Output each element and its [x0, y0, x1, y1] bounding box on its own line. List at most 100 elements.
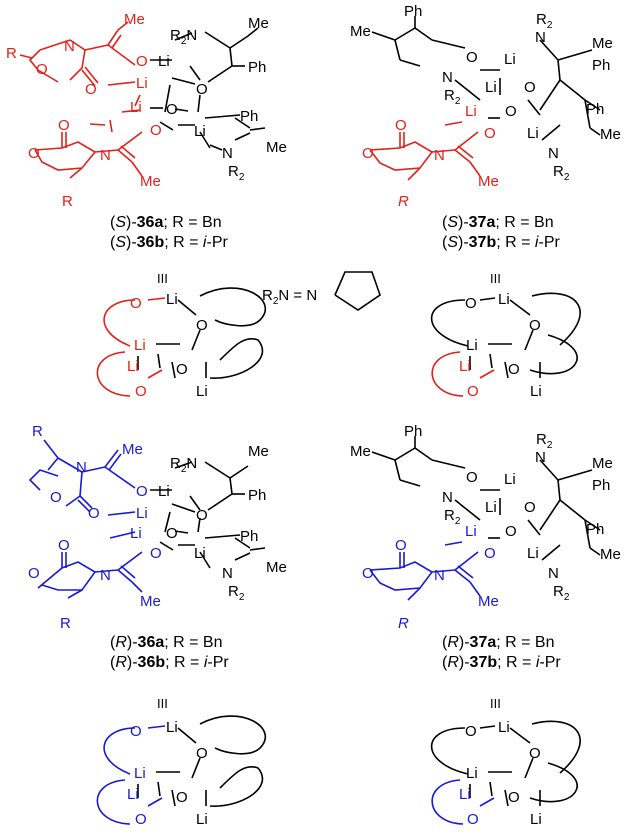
- atom-n-top: N: [535, 449, 546, 466]
- core-li2: Li: [466, 337, 478, 354]
- atom-me-lower: Me: [266, 139, 287, 156]
- atom-n-ring: N: [434, 567, 445, 584]
- atom-me-ring: Me: [478, 173, 499, 190]
- core-o2: O: [196, 745, 208, 762]
- atom-n-lower: N: [222, 145, 233, 162]
- atom-n-top: N: [535, 29, 546, 46]
- atom-o-enolate: O: [136, 53, 148, 70]
- atom-o-carbonyl: O: [88, 505, 100, 522]
- atom-o-carbonyl: O: [85, 81, 97, 98]
- structure-s37: Ph Me O Li N R2 Me Ph N R2 Li O Li O Ph …: [350, 3, 621, 251]
- atom-me-lower: Me: [600, 126, 621, 143]
- caption-r37a: (R)-37a; R = Bn: [442, 634, 555, 651]
- atom-me-upper: Me: [248, 443, 269, 460]
- core-o1: O: [130, 295, 142, 312]
- atom-n-left: N: [442, 489, 453, 506]
- core-o3: O: [176, 361, 188, 378]
- caption-r37b: (R)-37b; R = i-Pr: [442, 654, 561, 671]
- caption-s36a: (S)-36a; R = Bn: [110, 214, 222, 231]
- atom-li-mid: Li: [485, 79, 497, 96]
- atom-ph-right: Ph: [592, 477, 610, 494]
- core-li3: Li: [459, 358, 471, 375]
- core-schematic-r37: O Li Li O Li O O Li: [430, 719, 581, 828]
- core-li1: Li: [498, 291, 510, 308]
- core-o3: O: [508, 361, 520, 378]
- core-o2: O: [529, 745, 541, 762]
- structure-r37: Ph Me O Li N R2 Me Ph N R2 Li O Li O Ph …: [350, 423, 621, 671]
- atom-r2-top: R2: [536, 431, 553, 451]
- equivalence-mark-s36: III: [157, 271, 168, 286]
- structure-r36: R N Me O O O Li Li O Li O O Li R2N Me Ph…: [28, 423, 287, 671]
- atom-me-ring-lower: Me: [140, 593, 161, 610]
- core-li1: Li: [166, 291, 178, 308]
- core-li1: Li: [166, 719, 178, 736]
- atom-r2n-upper: R2N: [170, 27, 197, 47]
- atom-me-ring-lower: Me: [140, 173, 161, 190]
- atom-li-mid: Li: [485, 499, 497, 516]
- atom-li-1: Li: [158, 53, 170, 70]
- atom-o-core: O: [166, 101, 178, 118]
- atom-li-2: Li: [136, 505, 148, 522]
- core-li2: Li: [466, 765, 478, 782]
- atom-li-top: Li: [504, 51, 516, 68]
- atom-o-ring-2: O: [362, 145, 374, 162]
- core-li3: Li: [459, 786, 471, 803]
- atom-ph-upper: Ph: [248, 59, 266, 76]
- core-o4: O: [467, 383, 479, 400]
- atom-r2-lower: R2: [228, 163, 245, 183]
- atom-o-ring: O: [395, 537, 407, 554]
- caption-s37b: (S)-37b; R = i-Pr: [442, 234, 560, 251]
- atom-ph-right: Ph: [592, 57, 610, 74]
- atom-r-ring-lower: R: [62, 193, 73, 210]
- atom-o-ring: O: [395, 117, 407, 134]
- atom-ph-mid: Ph: [586, 521, 604, 538]
- atom-o-core: O: [505, 523, 517, 540]
- atom-me-right: Me: [592, 455, 613, 472]
- atom-o-enolate: O: [136, 483, 148, 500]
- atom-li-2: Li: [136, 75, 148, 92]
- core-li4: Li: [530, 811, 542, 828]
- caption-s36b: (S)-36b; R = i-Pr: [110, 234, 228, 251]
- core-o4: O: [135, 383, 147, 400]
- equivalence-mark-s37: III: [490, 271, 501, 286]
- atom-ph-top: Ph: [404, 3, 422, 20]
- atom-r2-lower: R2: [553, 163, 570, 183]
- core-o2: O: [196, 317, 208, 334]
- atom-o-enolate-lower: O: [150, 122, 162, 139]
- atom-o-red-lower: O: [484, 125, 496, 142]
- caption-s37a: (S)-37a; R = Bn: [442, 214, 554, 231]
- caption-r36b: (R)-36b; R = i-Pr: [110, 654, 229, 671]
- atom-r2-top: R2: [536, 11, 553, 31]
- atom-li-4: Li: [194, 123, 206, 140]
- atom-n-lower: N: [548, 145, 559, 162]
- core-schematic-r36: O Li Li O Li O O Li: [96, 715, 267, 828]
- atom-o-chiral: O: [196, 81, 208, 98]
- atom-n-ring: N: [434, 147, 445, 164]
- atom-o-ring-lower-2: O: [28, 565, 40, 582]
- atom-o-ring-lower: O: [58, 117, 70, 134]
- atom-li-blue: Li: [465, 523, 477, 540]
- atom-o-ring: O: [36, 61, 48, 78]
- atom-li-3: Li: [130, 99, 142, 116]
- atoms-s37: Ph Me O Li N R2 Me Ph N R2 Li O Li O Ph …: [350, 3, 621, 210]
- atom-n-ring: N: [64, 38, 75, 55]
- atom-o-ring-lower: O: [58, 537, 70, 554]
- atom-me-lower: Me: [266, 559, 287, 576]
- caption-r36a: (R)-36a; R = Bn: [110, 634, 223, 651]
- atom-li-4: Li: [194, 545, 206, 562]
- atom-me-label: Me: [124, 11, 145, 28]
- atom-r2-lower: R2: [228, 583, 245, 603]
- atom-o-top: O: [466, 469, 478, 486]
- atom-me-upper: Me: [248, 15, 269, 32]
- atom-o-enolate-lower: O: [150, 545, 162, 562]
- atom-r2-lower: R2: [553, 583, 570, 603]
- atom-o-mid: O: [524, 499, 536, 516]
- atom-o-ring-lower-2: O: [28, 145, 40, 162]
- core-schematic-s36: O Li Li O Li O O Li: [96, 287, 267, 400]
- atom-ph-mid: Ph: [586, 101, 604, 118]
- atom-li-lower: Li: [527, 125, 539, 142]
- atom-n-left: N: [442, 69, 453, 86]
- atom-r-ring: R: [398, 193, 409, 210]
- atom-n-ring-lower: N: [100, 147, 111, 164]
